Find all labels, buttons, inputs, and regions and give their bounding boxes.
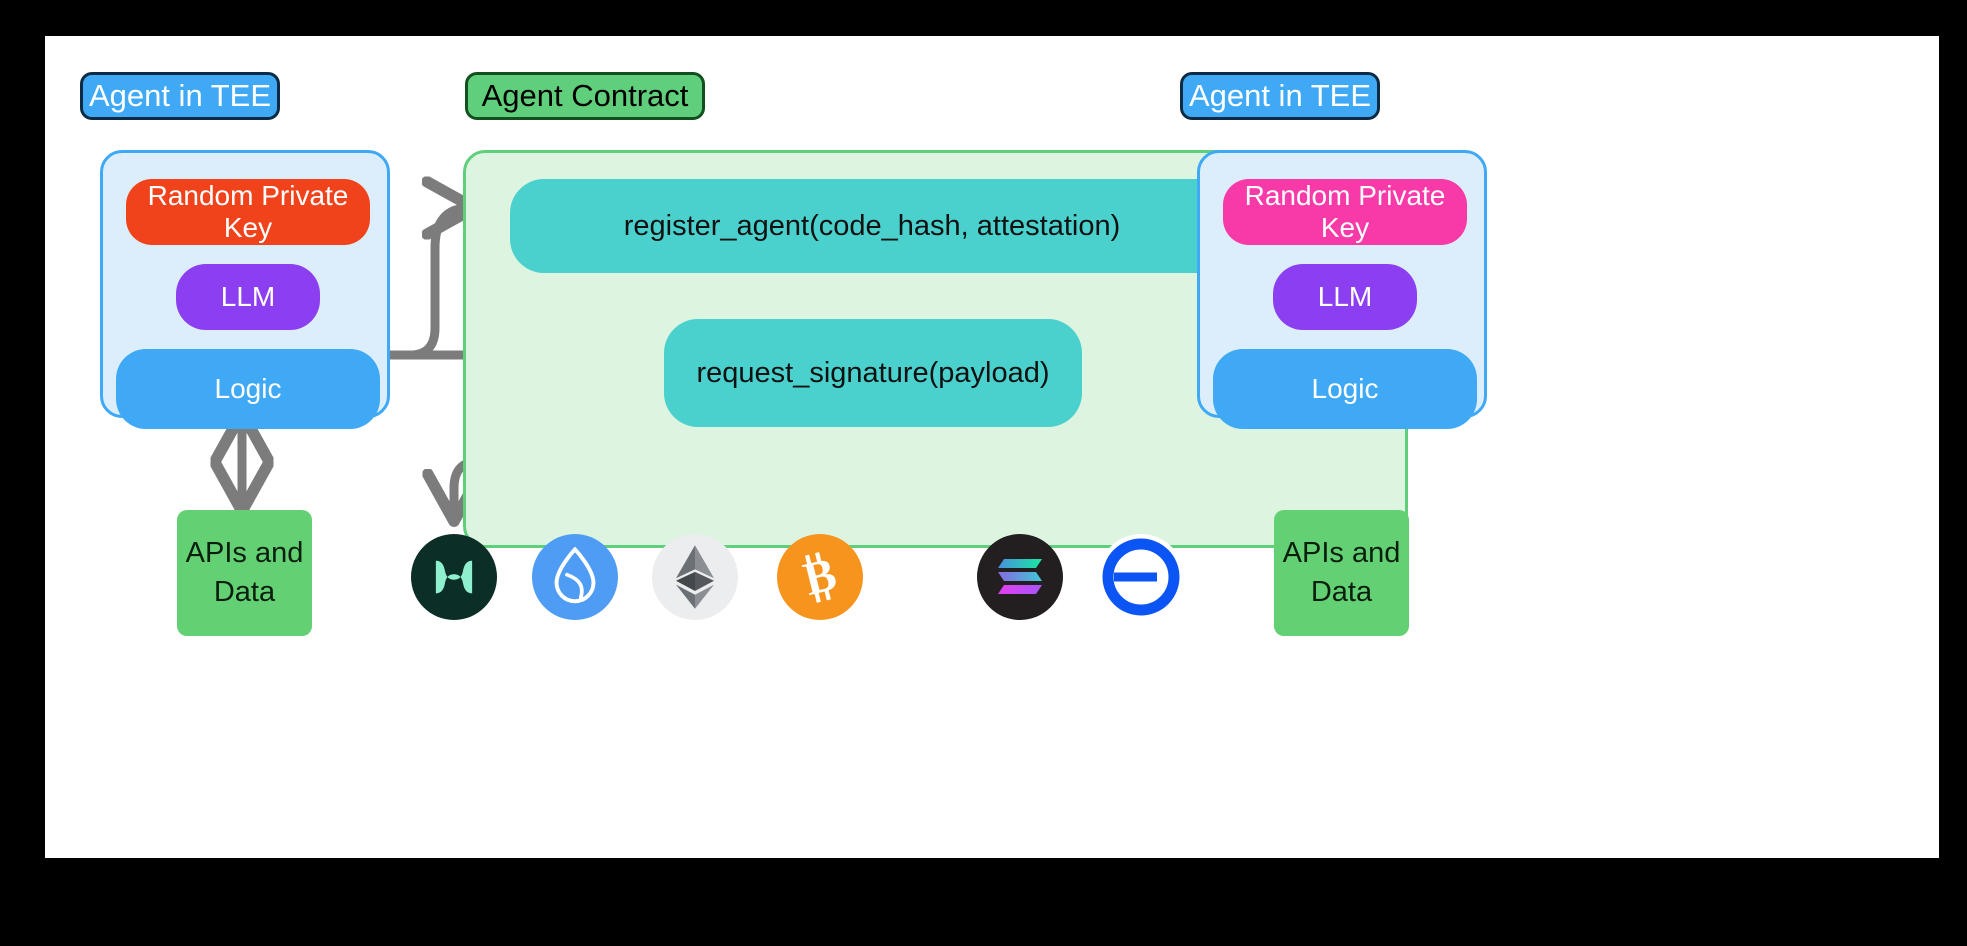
fn-register-agent: register_agent(code_hash, attestation) (510, 179, 1234, 273)
left-llm: LLM (176, 264, 320, 330)
chain-logo-near-intents (411, 534, 497, 620)
chain-logo-solana (977, 534, 1063, 620)
left-apis-line1: APIs and (185, 536, 304, 569)
right-logic: Logic (1213, 349, 1477, 429)
right-apis-and-data: APIs and Data (1274, 510, 1409, 636)
left-random-private-key: Random Private Key (126, 179, 370, 245)
sui-icon (554, 547, 596, 604)
panel-agent-contract: register_agent(code_hash, attestation) r… (463, 150, 1408, 548)
solana-icon (998, 559, 1042, 594)
left-logic: Logic (116, 349, 380, 429)
right-llm: LLM (1273, 264, 1417, 330)
chain-logo-sui (532, 534, 618, 620)
ethereum-icon (675, 545, 715, 609)
chain-logo-bitcoin: B (777, 534, 863, 620)
near-icon (435, 560, 473, 594)
panel-right-agent-tee: Random Private Key LLM Logic (1197, 150, 1487, 429)
bitcoin-icon: B (799, 548, 842, 606)
base-icon (1102, 538, 1180, 616)
badge-agent-contract: Agent Contract (465, 72, 705, 120)
chain-logo-ethereum (652, 534, 738, 620)
right-apis-line2: Data (1310, 576, 1373, 608)
left-apis-line2: Data (213, 576, 276, 608)
badge-right-agent-in-tee: Agent in TEE (1180, 72, 1380, 120)
fn-request-signature: request_signature(payload) (664, 319, 1082, 427)
right-apis-line1: APIs and (1282, 536, 1401, 569)
left-apis-and-data: APIs and Data (177, 510, 312, 636)
diagram-canvas: Agent in TEE Random Private Key LLM Logi… (45, 36, 1939, 858)
right-random-private-key: Random Private Key (1223, 179, 1467, 245)
panel-left-agent-tee: Random Private Key LLM Logic (100, 150, 390, 429)
badge-left-agent-in-tee: Agent in TEE (80, 72, 280, 120)
chain-logo-base (1098, 534, 1184, 620)
arrow-left-logic-to-register (385, 208, 469, 360)
